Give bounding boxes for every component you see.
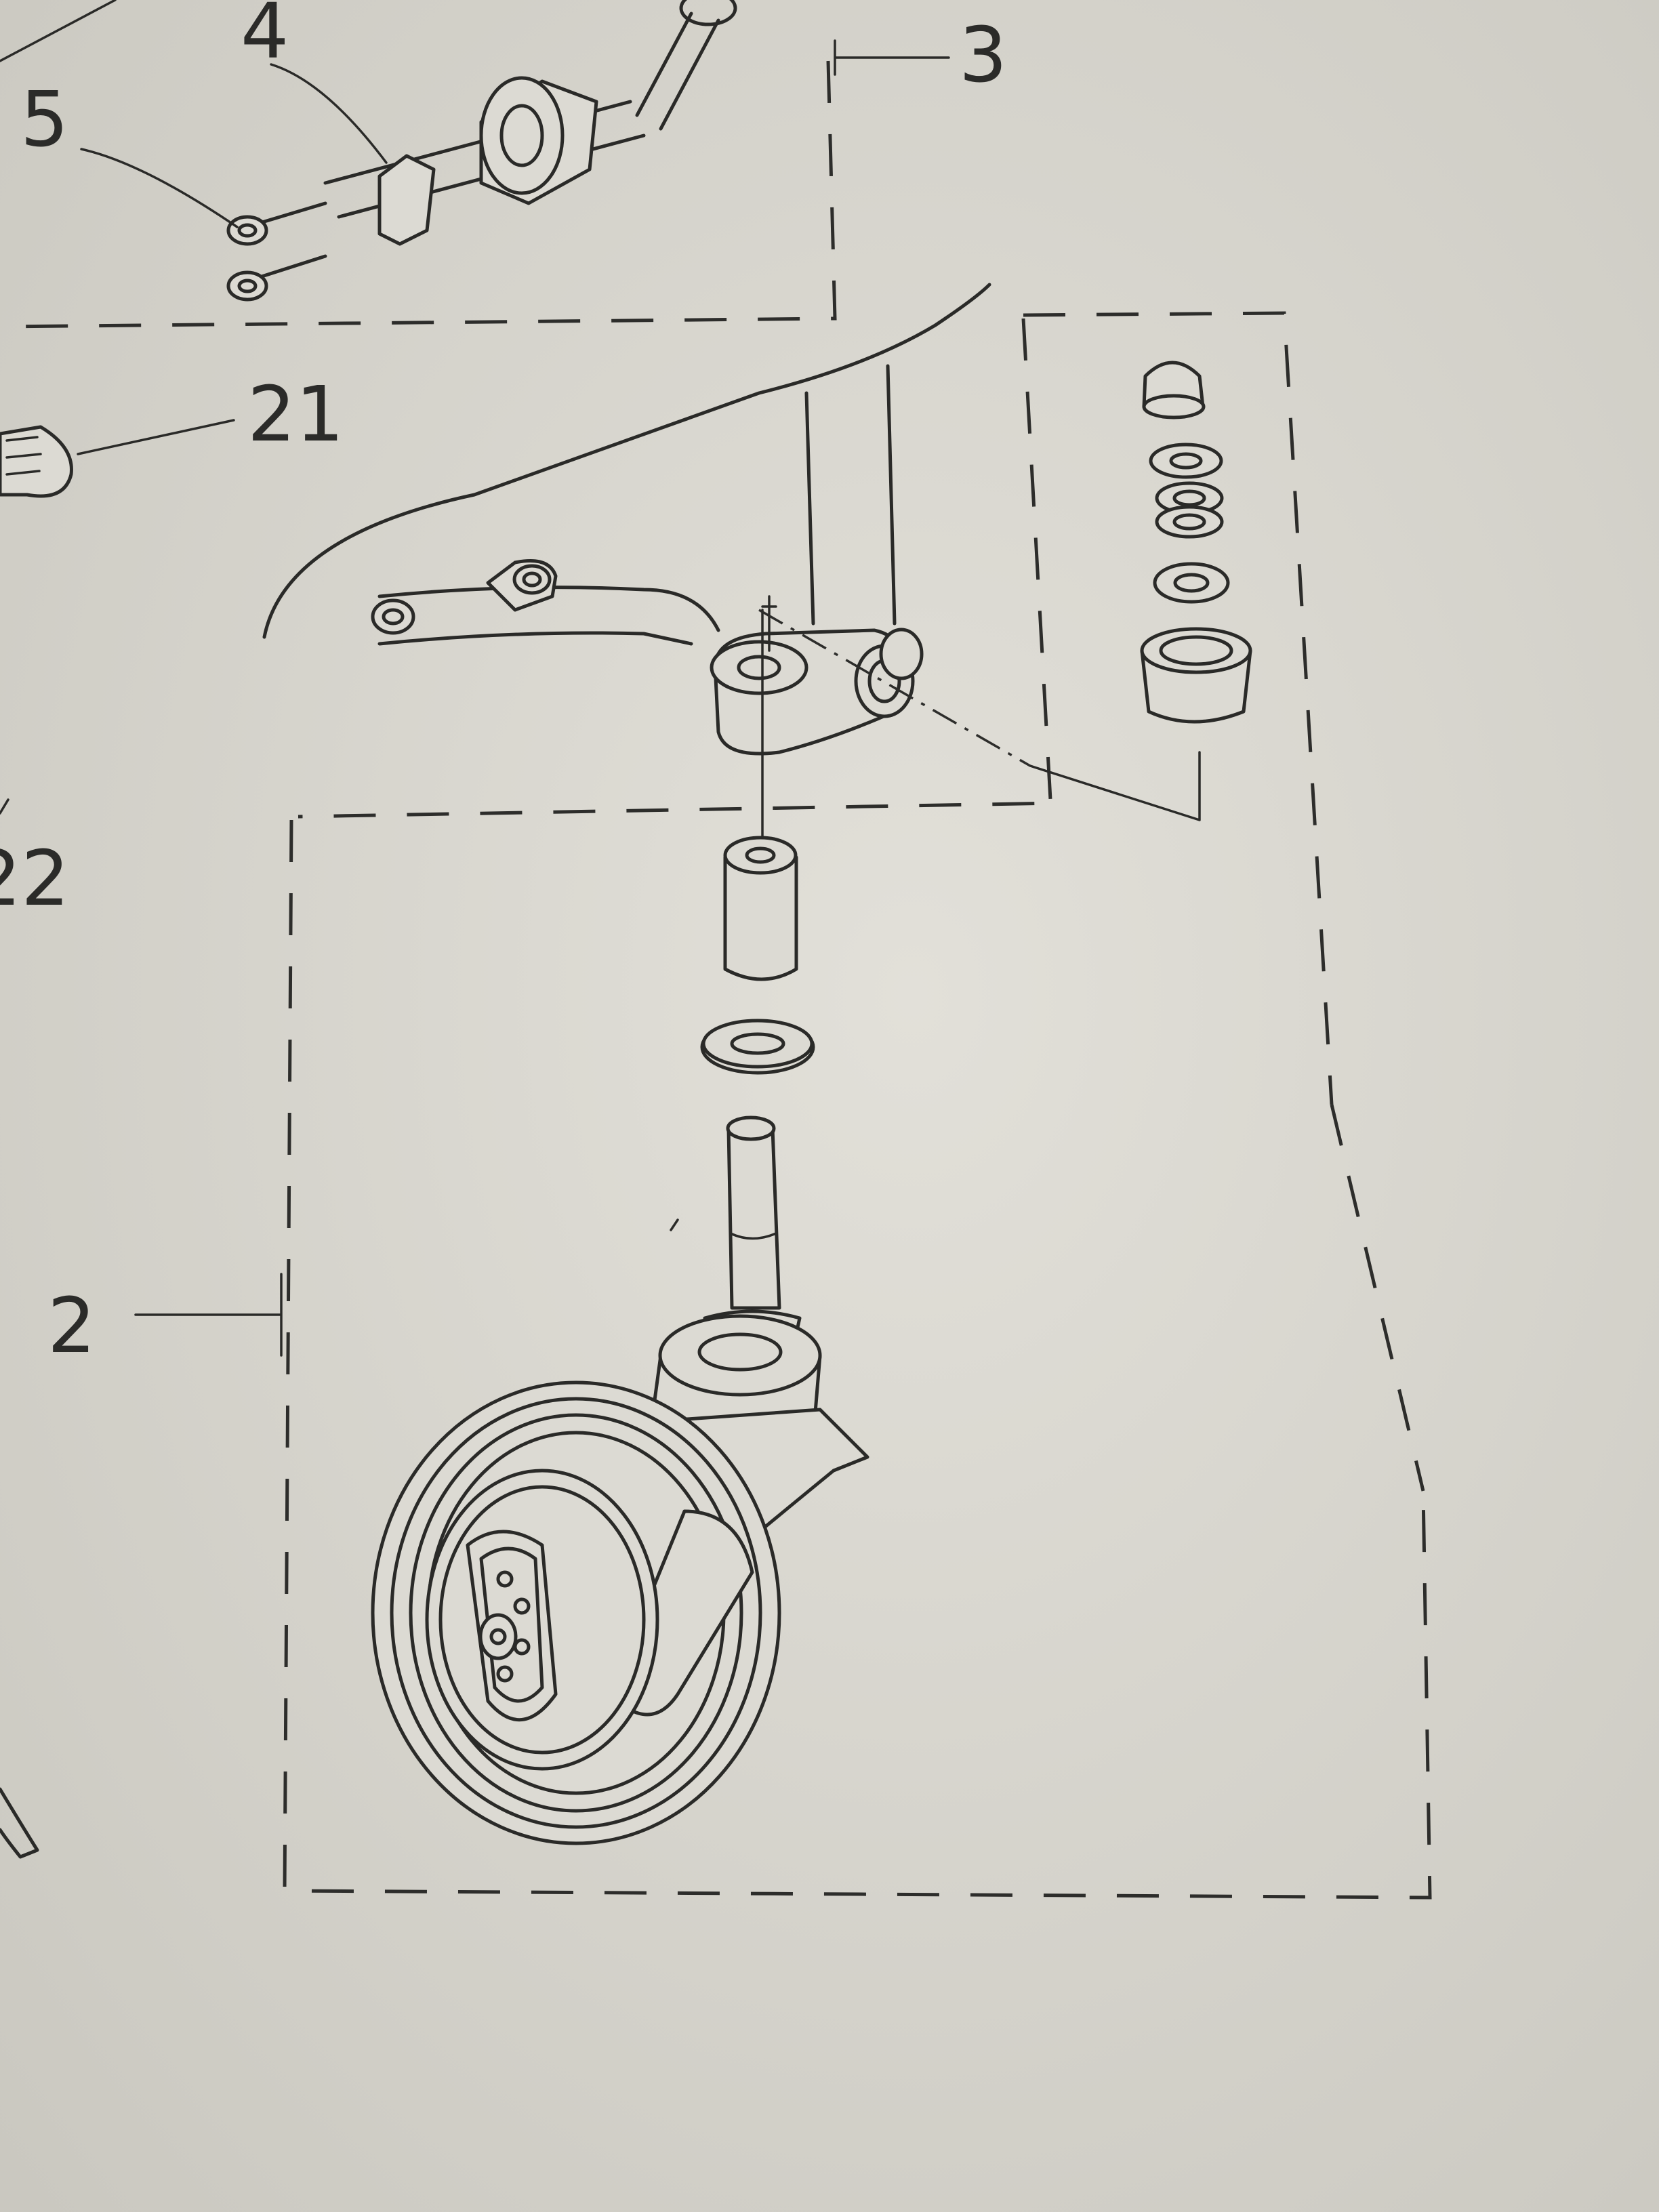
callout-4: 4 (241, 0, 289, 76)
plug-part-21 (0, 419, 235, 498)
left-edge-partial-drawing (0, 1787, 39, 1859)
nut-washer-stack (758, 361, 1252, 821)
callout-3: 3 (959, 12, 1007, 100)
callout-22: 22 (0, 835, 70, 923)
chair-frame-drawing (262, 283, 991, 842)
callout-21: 21 (247, 371, 344, 459)
top-assembly-drawing (0, 0, 950, 329)
caster-wheel-assembly (371, 836, 869, 1845)
caster-group-box (283, 819, 1432, 1900)
callout-2-leader (134, 1273, 283, 1357)
callout-2: 2 (47, 1282, 96, 1370)
hardware-group-box (1023, 311, 1334, 1105)
callout-5: 5 (20, 76, 68, 164)
